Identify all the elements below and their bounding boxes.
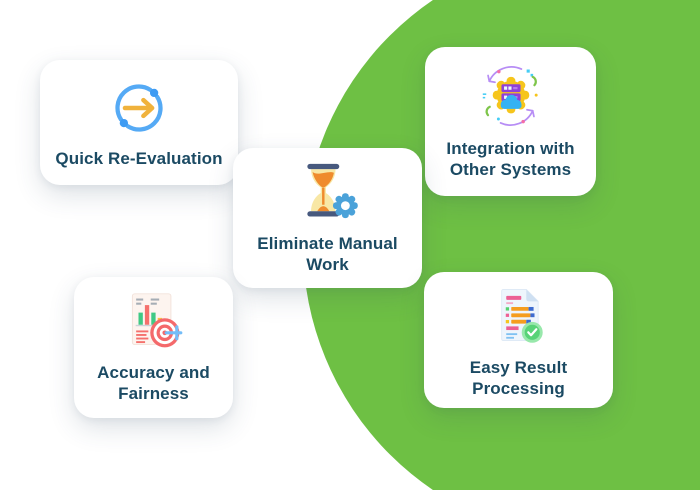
label-line: Other Systems: [449, 160, 572, 179]
label-line: Work: [306, 254, 349, 274]
circular-refresh-arrow-icon: [108, 77, 170, 139]
label-line: Eliminate Manual: [257, 233, 398, 253]
feature-card-easy-result-processing: Easy Result Processing: [424, 272, 613, 408]
feature-card-label: Accuracy and Fairness: [97, 362, 210, 404]
feature-card-label: Quick Re-Evaluation: [55, 148, 222, 169]
checklist-document-check-icon: [488, 282, 550, 348]
label-line: Quick Re-Evaluation: [55, 148, 223, 168]
feature-card-label: Easy Result Processing: [470, 357, 567, 399]
hourglass-gear-icon: [292, 162, 364, 224]
gear-servers-cloud-sync-icon: [478, 63, 544, 129]
feature-card-integration-with-other-systems: Integration with Other Systems: [425, 47, 596, 196]
label-line: Easy Result: [469, 357, 568, 377]
feature-card-accuracy-and-fairness: Accuracy and Fairness: [74, 277, 233, 418]
label-line: Accuracy and: [97, 363, 210, 382]
feature-card-quick-re-evaluation: Quick Re-Evaluation: [40, 60, 238, 185]
feature-card-label: Eliminate Manual Work: [257, 233, 397, 275]
bar-chart-target-dart-icon: [121, 291, 187, 353]
label-line: Processing: [472, 378, 565, 398]
feature-card-eliminate-manual-work: Eliminate Manual Work: [233, 148, 422, 288]
feature-card-label: Integration with Other Systems: [446, 138, 574, 180]
label-line: Fairness: [118, 384, 189, 403]
label-line: Integration with: [446, 139, 575, 158]
